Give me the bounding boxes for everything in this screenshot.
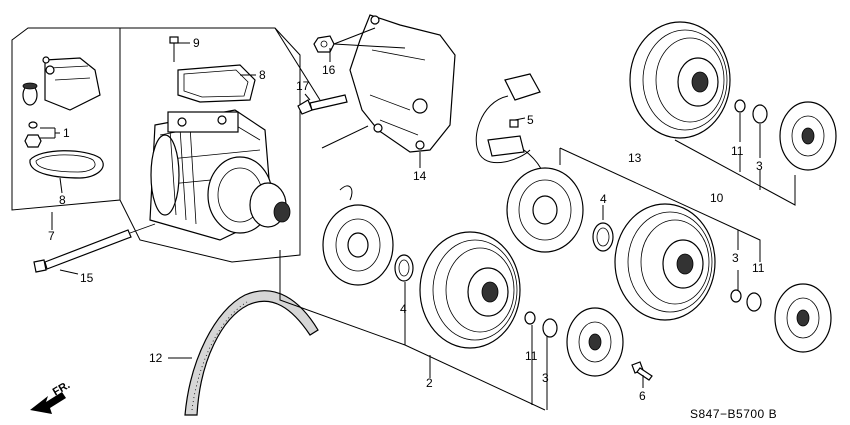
- callout-9: 9: [193, 36, 200, 50]
- callout-3-lower: 3: [542, 371, 549, 385]
- callout-8-right: 8: [259, 68, 266, 82]
- callout-3-upper: 3: [756, 159, 763, 173]
- bolt-6: [631, 361, 653, 381]
- callout-11-lower: 11: [525, 349, 538, 363]
- callout-17: 17: [296, 79, 310, 93]
- callout-4-upper: 4: [600, 192, 607, 206]
- callout-10: 10: [710, 191, 724, 205]
- compressor-group: [119, 27, 321, 263]
- leader-lines: [40, 42, 796, 411]
- front-direction-arrow: FR.: [30, 379, 72, 414]
- callout-11-upper: 11: [731, 144, 744, 158]
- callout-5: 5: [527, 113, 534, 127]
- belt-12: [184, 290, 319, 416]
- field-coil-upper: [506, 167, 614, 253]
- callout-14: 14: [413, 169, 427, 183]
- callout-6: 6: [639, 389, 646, 403]
- callout-labels: 1 2 3 3 3 4 4 5 6 7 8 8 9 10 11 11 11 12…: [48, 36, 765, 403]
- document-code: S847−B5700 B: [690, 407, 777, 421]
- valve-kit-group: [11, 27, 121, 211]
- callout-11-middle: 11: [752, 261, 765, 275]
- callout-16: 16: [322, 63, 336, 77]
- pulley-lower: [419, 231, 624, 377]
- pulley-upper: [629, 21, 837, 171]
- callout-4-lower: 4: [400, 302, 407, 316]
- callout-3-middle: 3: [732, 251, 739, 265]
- direction-label: FR.: [51, 379, 72, 398]
- callout-13: 13: [628, 151, 642, 165]
- callout-12: 12: [149, 351, 163, 365]
- callout-1: 1: [63, 126, 70, 140]
- bracket-group: [297, 14, 456, 153]
- harness-group: [475, 73, 546, 183]
- long-bolt-15: [33, 223, 156, 273]
- callout-15: 15: [80, 271, 94, 285]
- field-coil-lower: [322, 185, 414, 286]
- callout-2: 2: [426, 376, 433, 390]
- callout-8-left: 8: [59, 193, 66, 207]
- callout-7: 7: [48, 229, 55, 243]
- pulley-middle: [614, 203, 832, 353]
